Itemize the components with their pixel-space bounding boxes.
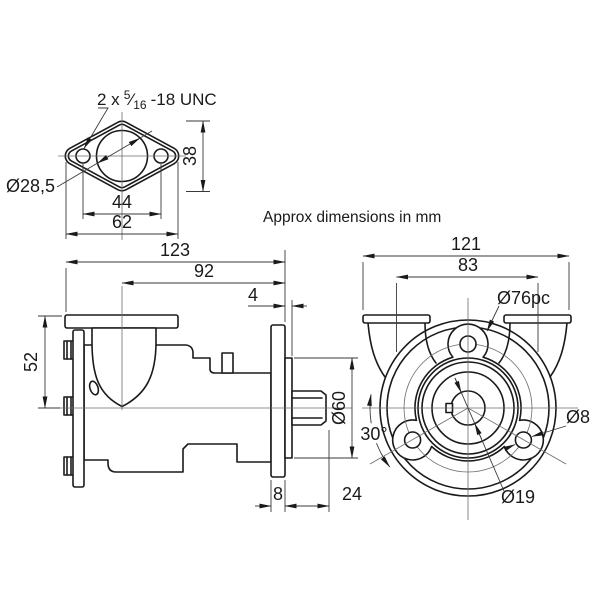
- bolt-centerline-lower-left: [369, 407, 469, 465]
- dim-pilot-depth: 4: [248, 285, 307, 356]
- dim-bolt-circle-label: Ø76pc: [497, 288, 550, 308]
- dim-shaft-protrusion: 24: [284, 430, 362, 512]
- callout-bolt-circle: Ø76pc: [486, 288, 550, 332]
- dim-hole-spacing-label: 44: [112, 192, 132, 212]
- dim-pilot-depth-label: 4: [248, 285, 258, 305]
- dim-port-to-face-label: 92: [194, 261, 214, 281]
- dim-flange-thickness-label: 8: [273, 484, 283, 504]
- side-view: 123 92 4 52 Ø60: [21, 240, 362, 512]
- dim-overall-width-label: 121: [451, 234, 481, 254]
- cam-screw-boss: [221, 352, 234, 374]
- dim-flange-to-axis-label: 52: [21, 352, 41, 372]
- dim-bore-label: Ø28,5: [6, 176, 55, 196]
- dim-overall-length-label: 123: [160, 240, 190, 260]
- dim-bolt-hole-label: Ø8: [566, 407, 590, 427]
- dim-overall-width: 121: [362, 234, 570, 310]
- dim-port-to-face: 92: [121, 261, 286, 286]
- dim-port-spacing: 83: [396, 255, 539, 352]
- end-mounting-plate: [270, 324, 286, 478]
- dim-mount-angle: 30°: [360, 393, 391, 468]
- port-flange-plate-side: [64, 314, 179, 329]
- dim-flange-width: 62: [65, 162, 179, 239]
- dim-pilot-diameter: Ø60: [294, 357, 358, 459]
- callout-shaft-bore: Ø19: [454, 377, 535, 507]
- bore-arrow-lower: [96, 155, 109, 164]
- dim-shaft-protrusion-label: 24: [342, 484, 362, 504]
- dim-port-spacing-label: 83: [458, 255, 478, 275]
- dim-flange-to-axis: 52: [21, 315, 62, 409]
- dim-flange-width-label: 62: [112, 212, 132, 232]
- dim-hole-spacing: 44: [82, 164, 162, 219]
- dimensions-note: Approx dimensions in mm: [263, 209, 441, 226]
- front-view: 121 83 Ø76pc Ø8 Ø19: [360, 234, 590, 520]
- dim-overall-length: 123: [65, 240, 286, 322]
- bowl-lug: [88, 380, 100, 396]
- mounting-flange-plate: [72, 329, 85, 488]
- bolt-centerline-lower-right: [467, 407, 567, 465]
- dim-pilot-diameter-label: Ø60: [329, 391, 349, 425]
- dim-mount-angle-label: 30°: [360, 424, 387, 444]
- right-port: [498, 314, 572, 378]
- thread-leader-line: [83, 107, 109, 149]
- dim-flange-height-label: 38: [180, 146, 200, 166]
- bore-arrow-upper: [128, 137, 141, 147]
- callout-bolt-hole: Ø8: [503, 407, 590, 452]
- dim-shaft-bore-label: Ø19: [501, 487, 535, 507]
- dim-flange-thickness: 8: [255, 480, 286, 512]
- dim-flange-height: 38: [180, 120, 210, 192]
